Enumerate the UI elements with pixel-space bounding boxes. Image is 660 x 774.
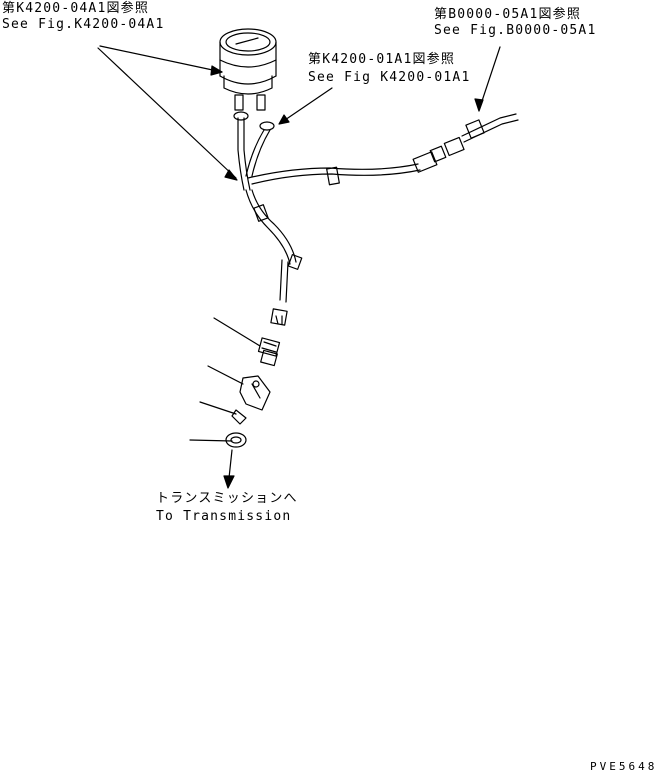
harness-ref-label-en: See Fig.B0000-05A1 xyxy=(434,23,597,38)
gauge xyxy=(219,28,277,131)
gauge-ref-label-en: See Fig.K4200-04A1 xyxy=(2,17,165,32)
transmission-label-en: To Transmission xyxy=(156,509,292,524)
transmission-label-jp: トランスミッションへ xyxy=(156,491,298,506)
harness-ref-label-jp: 第B0000-05A1図参照 xyxy=(434,7,582,22)
gauge-ref-label-jp: 第K4200-04A1図参照 xyxy=(2,1,150,16)
sender-ref-label-en: See Fig K4200-01A1 xyxy=(308,70,471,85)
leader-lines xyxy=(97,45,501,489)
wiring-harness xyxy=(237,113,519,326)
sender-ref-label-jp: 第K4200-01A1図参照 xyxy=(308,52,456,67)
drawing-code: PVE5648 xyxy=(590,760,658,773)
sensor-parts xyxy=(225,337,281,448)
